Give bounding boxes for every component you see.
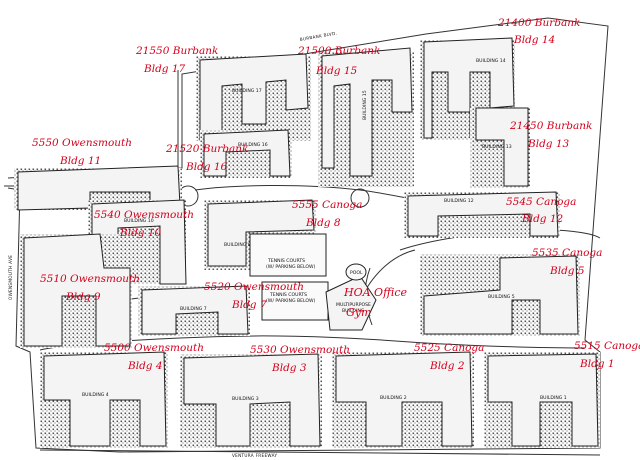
anno-b17-bldg: Bldg 17 [143, 63, 186, 75]
anno-b8-address: 5555 Canoga [292, 199, 362, 211]
building-8 [204, 199, 327, 277]
multipurpose-sublabel: BUILDING [342, 308, 365, 314]
anno-b13-bldg: Bldg 13 [527, 138, 570, 150]
anno-b14-address: 21400 Burbank [497, 17, 580, 29]
anno-b5-bldg: Bldg 5 [549, 265, 585, 277]
building-12 [404, 191, 560, 238]
anno-b5-address: 5535 Canoga [532, 247, 602, 259]
building-5 [420, 254, 580, 336]
plan-label-building-13: BUILDING 13 [482, 144, 512, 150]
anno-b1-bldg: Bldg 1 [579, 358, 615, 370]
anno-b13-address: 21450 Burbank [509, 120, 592, 132]
plan-label-building-8: BUILDING 8 [224, 242, 251, 248]
anno-b15-bldg: Bldg 15 [315, 65, 358, 77]
anno-b2-address: 5525 Canoga [414, 342, 484, 354]
tennis-courts-2-label: TENNIS COURTS [269, 292, 307, 298]
street-ventura-freeway: VENTURA FREEWAY [232, 453, 277, 458]
multipurpose-label: MULTIPURPOSE [336, 302, 371, 308]
plan-label-building-2: BUILDING 2 [380, 395, 407, 401]
plan-label-building-4: BUILDING 4 [82, 392, 109, 398]
building-17 [196, 53, 311, 141]
plan-label-building-1: BUILDING 1 [540, 395, 567, 401]
anno-b9-address: 5510 Owensmouth [40, 273, 140, 285]
anno-b3-bldg: Bldg 3 [271, 362, 307, 374]
building-15 [318, 47, 414, 187]
anno-b11-address: 5550 Owensmouth [32, 137, 132, 149]
building-9 [20, 233, 132, 348]
plan-label-building-7: BUILDING 7 [180, 306, 207, 312]
building-7 [138, 281, 329, 336]
street-labels: BURBANK BLVD. OWENSMOUTH AVE VENTURA FRE… [8, 30, 337, 458]
building-13 [470, 107, 530, 188]
anno-b15-address: 21500 Burbank [297, 45, 380, 57]
building-2 [332, 351, 474, 448]
plan-label-building-16: BUILDING 16 [238, 142, 268, 148]
anno-b7-bldg: Bldg 7 [231, 299, 267, 311]
anno-b2-bldg: Bldg 2 [429, 360, 465, 372]
anno-b7-address: 5520 Owensmouth [204, 281, 304, 293]
tennis-courts-1-sublabel: (W/ PARKING BELOW) [266, 264, 316, 270]
anno-b3-address: 5530 Owensmouth [250, 344, 350, 356]
tennis-courts-2-sublabel: (W/ PARKING BELOW) [266, 298, 316, 304]
amenity-labels: TENNIS COURTS (W/ PARKING BELOW) TENNIS … [266, 258, 371, 314]
anno-b4-bldg: Bldg 4 [127, 360, 163, 372]
pool-label: POOL [350, 270, 363, 276]
building-16 [200, 129, 292, 178]
anno-b10-bldg: Bldg 10 [119, 227, 162, 239]
anno-b16-bldg: Bldg 16 [185, 161, 228, 173]
building-3 [180, 353, 322, 448]
anno-gym: Gym [346, 306, 371, 319]
anno-hoa-office: HOA Office [343, 286, 408, 299]
plan-label-building-14: BUILDING 14 [476, 58, 506, 64]
building-1 [484, 352, 600, 448]
street-burbank: BURBANK BLVD. [299, 30, 337, 42]
anno-b11-bldg: Bldg 11 [59, 155, 101, 167]
address-annotations: 21400 Burbank Bldg 14 21550 Burbank Bldg… [32, 17, 640, 374]
anno-b16-address: 21520 Burbank [165, 143, 248, 155]
anno-b1-address: 5515 Canoga [574, 340, 640, 352]
anno-b14-bldg: Bldg 14 [513, 34, 555, 46]
plan-label-building-10: BUILDING 10 [124, 218, 154, 224]
plan-label-building-12: BUILDING 12 [444, 198, 474, 204]
tennis-courts-1-label: TENNIS COURTS [267, 258, 305, 264]
anno-b10-address: 5540 Owensmouth [94, 209, 194, 221]
plan-label-building-5: BUILDING 5 [488, 294, 515, 300]
anno-b12-bldg: Bldg 12 [521, 213, 564, 225]
multipurpose-building [325, 263, 377, 331]
plan-building-labels: BUILDING 1 BUILDING 2 BUILDING 3 BUILDIN… [82, 58, 567, 402]
anno-b17-address: 21550 Burbank [135, 45, 218, 57]
anno-b12-address: 5545 Canoga [506, 196, 576, 208]
building-4 [40, 351, 168, 448]
plan-label-building-3: BUILDING 3 [232, 396, 259, 402]
anno-b9-bldg: Bldg 9 [65, 291, 101, 303]
anno-b8-bldg: Bldg 8 [305, 217, 341, 229]
street-owensmouth: OWENSMOUTH AVE [8, 255, 13, 300]
anno-b4-address: 5500 Owensmouth [104, 342, 204, 354]
plan-label-building-17: BUILDING 17 [232, 88, 262, 94]
plan-label-building-15: BUILDING 15 [362, 90, 368, 120]
